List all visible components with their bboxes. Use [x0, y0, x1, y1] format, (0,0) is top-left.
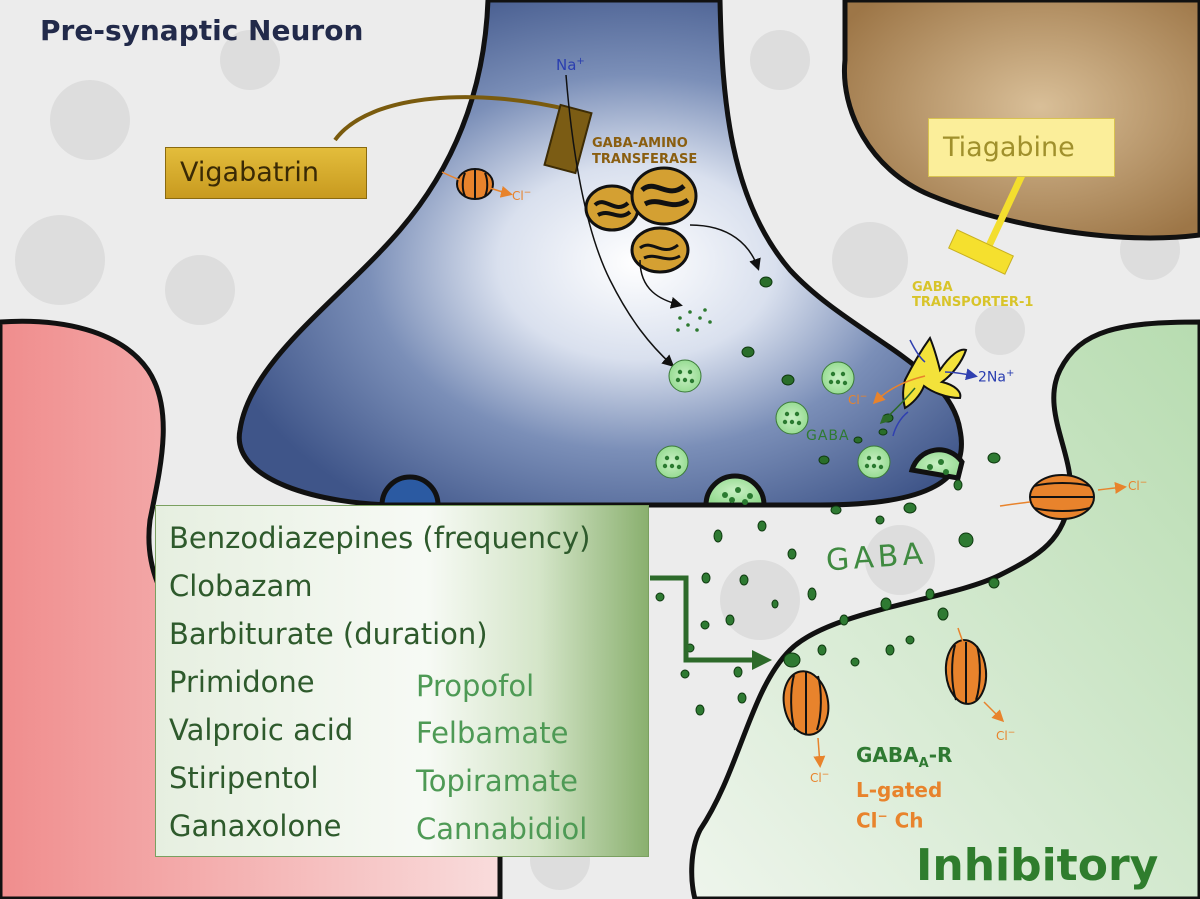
gaba-vesicles [655, 359, 891, 479]
receptor-label-r: -R [928, 743, 953, 767]
drug-left-4: Valproic acid [169, 713, 354, 747]
receptor-label-cl: Cl [856, 808, 878, 833]
transporter-label: GABA TRANSPORTER-1 [912, 280, 1033, 310]
receptor-label-line1: GABAA-R [856, 742, 952, 777]
transporter-cl-text: Cl [848, 393, 860, 407]
enzyme-label-line2: TRANSFERASE [592, 152, 698, 167]
receptor3-cl-text: Cl [1128, 479, 1140, 493]
degraded-gaba-dots [676, 308, 712, 332]
drug-right-0: Propofol [416, 669, 535, 703]
gaba-cleft-label: GABA [824, 536, 928, 579]
drug-left-0: Benzodiazepines (frequency) [169, 521, 591, 555]
page-title: Pre-synaptic Neuron [40, 14, 364, 47]
enzyme-label: GABA-AMINO TRANSFERASE [592, 136, 697, 168]
drug-left-6: Ganaxolone [169, 809, 342, 843]
receptor3-cl-label: Cl− [1128, 478, 1147, 493]
docked-vesicles [379, 447, 965, 508]
receptor3-cl-charge: − [1139, 478, 1148, 488]
drug-left-3: Primidone [169, 665, 315, 699]
tiagabine-label: Tiagabine [928, 118, 1115, 177]
na-gaba-uptake-arrow [565, 74, 675, 368]
mitochondria [584, 166, 698, 274]
drug-left-5: Stiripentol [169, 761, 319, 795]
receptor-label-line2: L-gated [856, 778, 943, 802]
transporter-cl-label: Cl− [848, 392, 867, 407]
receptor-label-line3: Cl− Ch [856, 803, 952, 834]
two-na-label: 2Na+ [978, 368, 1014, 386]
na-ion-text: Na [556, 56, 577, 74]
drug-target-arrow [650, 575, 760, 663]
receptor2-cl-charge: − [1007, 728, 1016, 738]
tiagabine-connector [984, 173, 1026, 250]
two-na-text: 2Na [978, 369, 1006, 386]
enzyme-label-line1: GABA-AMINO [592, 136, 688, 151]
receptor-label-ch: Ch [894, 808, 924, 833]
gaba-small-label: GABA [806, 428, 850, 444]
receptor-label-cl-charge: − [877, 809, 888, 823]
drug-left-2: Barbiturate (duration) [169, 617, 488, 651]
gaba-a-receptor-2 [944, 627, 1005, 723]
transporter-label-line1: GABA [912, 280, 953, 295]
receptor-label-gaba: GABA [856, 743, 919, 767]
drug-target-arrowhead [752, 650, 772, 670]
drug-right-3: Cannabidiol [416, 812, 588, 846]
vigabatrin-label: Vigabatrin [165, 147, 367, 199]
inhibitory-label: Inhibitory [916, 840, 1159, 891]
receptor2-cl-label: Cl− [996, 728, 1015, 743]
receptor1-cl-label: Cl− [810, 770, 829, 785]
na-ion-label: Na+ [556, 56, 585, 74]
receptor1-cl-text: Cl [810, 771, 822, 785]
synaptic-cleft-gaba [655, 452, 1001, 716]
presynaptic-terminal [236, 0, 964, 508]
two-na-charge: + [1005, 368, 1015, 379]
transporter-label-line2: TRANSPORTER-1 [912, 295, 1034, 310]
metabolism-arrow [639, 259, 683, 309]
transporter-cl-charge: − [859, 392, 868, 402]
receptor1-cl-charge: − [821, 770, 830, 780]
vigabatrin-connector [333, 95, 571, 142]
drug-left-1: Clobazam [169, 569, 313, 603]
presynaptic-cl-text: Cl [512, 189, 524, 203]
gaba-transaminase-enzyme [543, 103, 593, 175]
receptor-label: GABAA-R L-gated Cl− Ch [856, 742, 952, 834]
synthesis-arrow [689, 224, 761, 271]
tiagabine-block [948, 229, 1014, 275]
presynaptic-cl-charge: − [523, 188, 532, 198]
gaba-transporter-1 [872, 335, 978, 437]
receptor-label-sub: A [918, 756, 929, 771]
gaba-a-receptor-3 [999, 474, 1127, 520]
gaba-a-receptor-1 [782, 670, 830, 768]
drug-list-box: Benzodiazepines (frequency) Clobazam Bar… [155, 505, 649, 857]
drug-right-1: Felbamate [416, 716, 569, 750]
na-ion-charge: + [576, 56, 585, 67]
presynaptic-cl-channel [441, 168, 513, 200]
drug-right-2: Topiramate [416, 764, 578, 798]
presynaptic-cl-label: Cl− [512, 188, 531, 203]
receptor2-cl-text: Cl [996, 729, 1008, 743]
